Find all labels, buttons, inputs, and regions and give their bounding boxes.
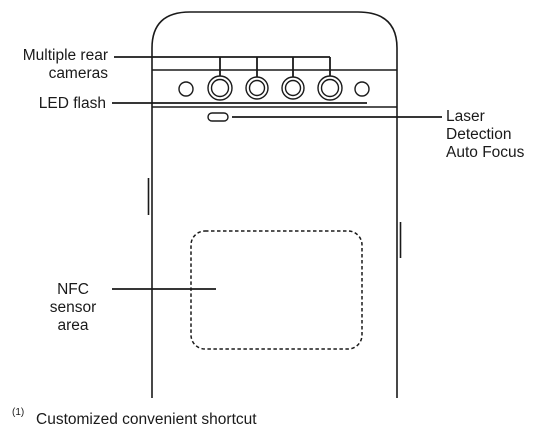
secondary-flash-icon [354, 81, 370, 97]
footnote-number: (1) [12, 407, 24, 418]
led-flash-icon [178, 81, 194, 97]
camera-lens-2 [245, 76, 269, 100]
camera-lens-4 [317, 75, 343, 101]
phone-body-outline [151, 11, 398, 398]
nfc-label-line3: area [57, 317, 88, 334]
laser-af-label-line1: Laser [446, 108, 485, 125]
rear-cameras-leader-lines [114, 56, 331, 77]
rear-cameras-label-line2: cameras [49, 65, 109, 82]
camera-lens-3 [281, 76, 305, 100]
laser-af-sensor-icon [207, 112, 229, 122]
led-flash-label: LED flash [39, 95, 106, 112]
laser-af-label-line2: Detection [446, 126, 511, 143]
nfc-area-outline [190, 230, 363, 350]
rear-cameras-label-line1: Multiple rear [23, 47, 108, 64]
footnote-text: Customized convenient shortcut [36, 411, 257, 428]
nfc-label-line2: sensor [50, 299, 97, 316]
camera-lens-1 [207, 75, 233, 101]
nfc-label-line1: NFC [57, 281, 89, 298]
laser-af-label-line3: Auto Focus [446, 144, 525, 161]
